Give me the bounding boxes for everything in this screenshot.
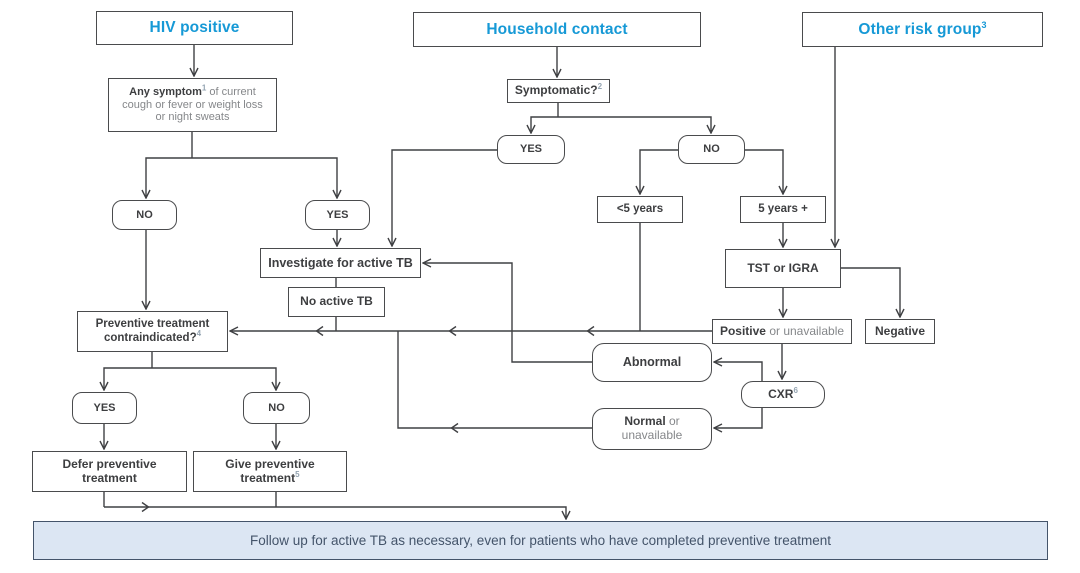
tst-or-igra-label: TST or IGRA	[747, 260, 819, 275]
positive-label: Positive or unavailable	[719, 323, 845, 338]
node-investigate-active-tb: Investigate for active TB	[260, 248, 421, 278]
node-normal-or-unavailable: Normal or unavailable	[592, 408, 712, 450]
symptomatic-label: Symptomatic?2	[514, 82, 603, 98]
negative-label: Negative	[874, 323, 926, 338]
node-give-treatment: Give preventive treatment5	[193, 451, 347, 492]
header-household-contact-label: Household contact	[486, 20, 628, 38]
header-other-risk-group-label: Other risk group3	[858, 19, 987, 38]
normal-line2: unavailable	[621, 428, 683, 442]
node-negative: Negative	[865, 319, 935, 344]
footnote-5: 5	[295, 469, 300, 479]
header-other-risk-group: Other risk group3	[802, 12, 1043, 47]
footnote-3: 3	[981, 19, 987, 30]
node-under-5-years: <5 years	[597, 196, 683, 223]
pill-yes-contraindicated: YES	[72, 392, 137, 424]
footnote-2: 2	[597, 82, 603, 92]
5-years-plus-label: 5 years +	[758, 202, 808, 215]
node-tst-or-igra: TST or IGRA	[725, 249, 841, 288]
abnormal-label: Abnormal	[622, 355, 682, 370]
any-symptom-line3: or night sweats	[155, 111, 230, 124]
header-hiv-positive-label: HIV positive	[149, 19, 240, 37]
under-5-years-label: <5 years	[616, 202, 664, 215]
footnote-1: 1	[201, 83, 207, 93]
give-line2: treatment5	[240, 469, 300, 485]
pill-no-contraindicated-label: NO	[268, 401, 285, 414]
node-5-years-plus: 5 years +	[740, 196, 826, 223]
node-preventive-contraindicated: Preventive treatment contraindicated?4	[77, 311, 228, 352]
node-defer-treatment: Defer preventive treatment	[32, 451, 187, 492]
pill-no-symptomatic: NO	[678, 135, 745, 164]
node-cxr: CXR6	[741, 381, 825, 408]
node-no-active-tb: No active TB	[288, 287, 385, 317]
pill-no-hiv-symptom: NO	[112, 200, 177, 230]
give-line1: Give preventive	[225, 456, 315, 471]
followup-banner: Follow up for active TB as necessary, ev…	[33, 521, 1048, 560]
node-any-symptom: Any symptom1 of current cough or fever o…	[108, 78, 277, 132]
any-symptom-line2: cough or fever or weight loss	[122, 98, 263, 111]
any-symptom-line1: Any symptom1 of current	[129, 83, 256, 99]
header-household-contact: Household contact	[413, 12, 701, 47]
pill-yes-contraindicated-label: YES	[93, 401, 116, 414]
defer-line1: Defer preventive	[62, 456, 157, 471]
contraindicated-line2: contraindicated?4	[103, 328, 202, 344]
normal-line1: Normal or	[624, 414, 680, 429]
contraindicated-line1: Preventive treatment	[95, 318, 210, 331]
pill-yes-symptomatic-label: YES	[519, 143, 542, 156]
pill-yes-hiv-symptom: YES	[305, 200, 370, 230]
footnote-4: 4	[196, 328, 202, 338]
node-positive-or-unavailable: Positive or unavailable	[712, 319, 852, 344]
node-abnormal: Abnormal	[592, 343, 712, 382]
defer-line2: treatment	[82, 470, 137, 485]
header-hiv-positive: HIV positive	[96, 11, 293, 45]
footnote-6: 6	[793, 385, 798, 395]
pill-no-symptomatic-label: NO	[703, 143, 720, 156]
pill-yes-symptomatic: YES	[497, 135, 565, 164]
followup-banner-label: Follow up for active TB as necessary, ev…	[249, 533, 832, 548]
investigate-label: Investigate for active TB	[268, 255, 413, 270]
node-symptomatic: Symptomatic?2	[507, 79, 610, 103]
pill-no-contraindicated: NO	[243, 392, 310, 424]
no-active-tb-label: No active TB	[300, 294, 373, 309]
pill-no-hiv-symptom-label: NO	[136, 208, 153, 221]
cxr-label: CXR6	[768, 385, 798, 401]
pill-yes-hiv-symptom-label: YES	[326, 208, 349, 221]
